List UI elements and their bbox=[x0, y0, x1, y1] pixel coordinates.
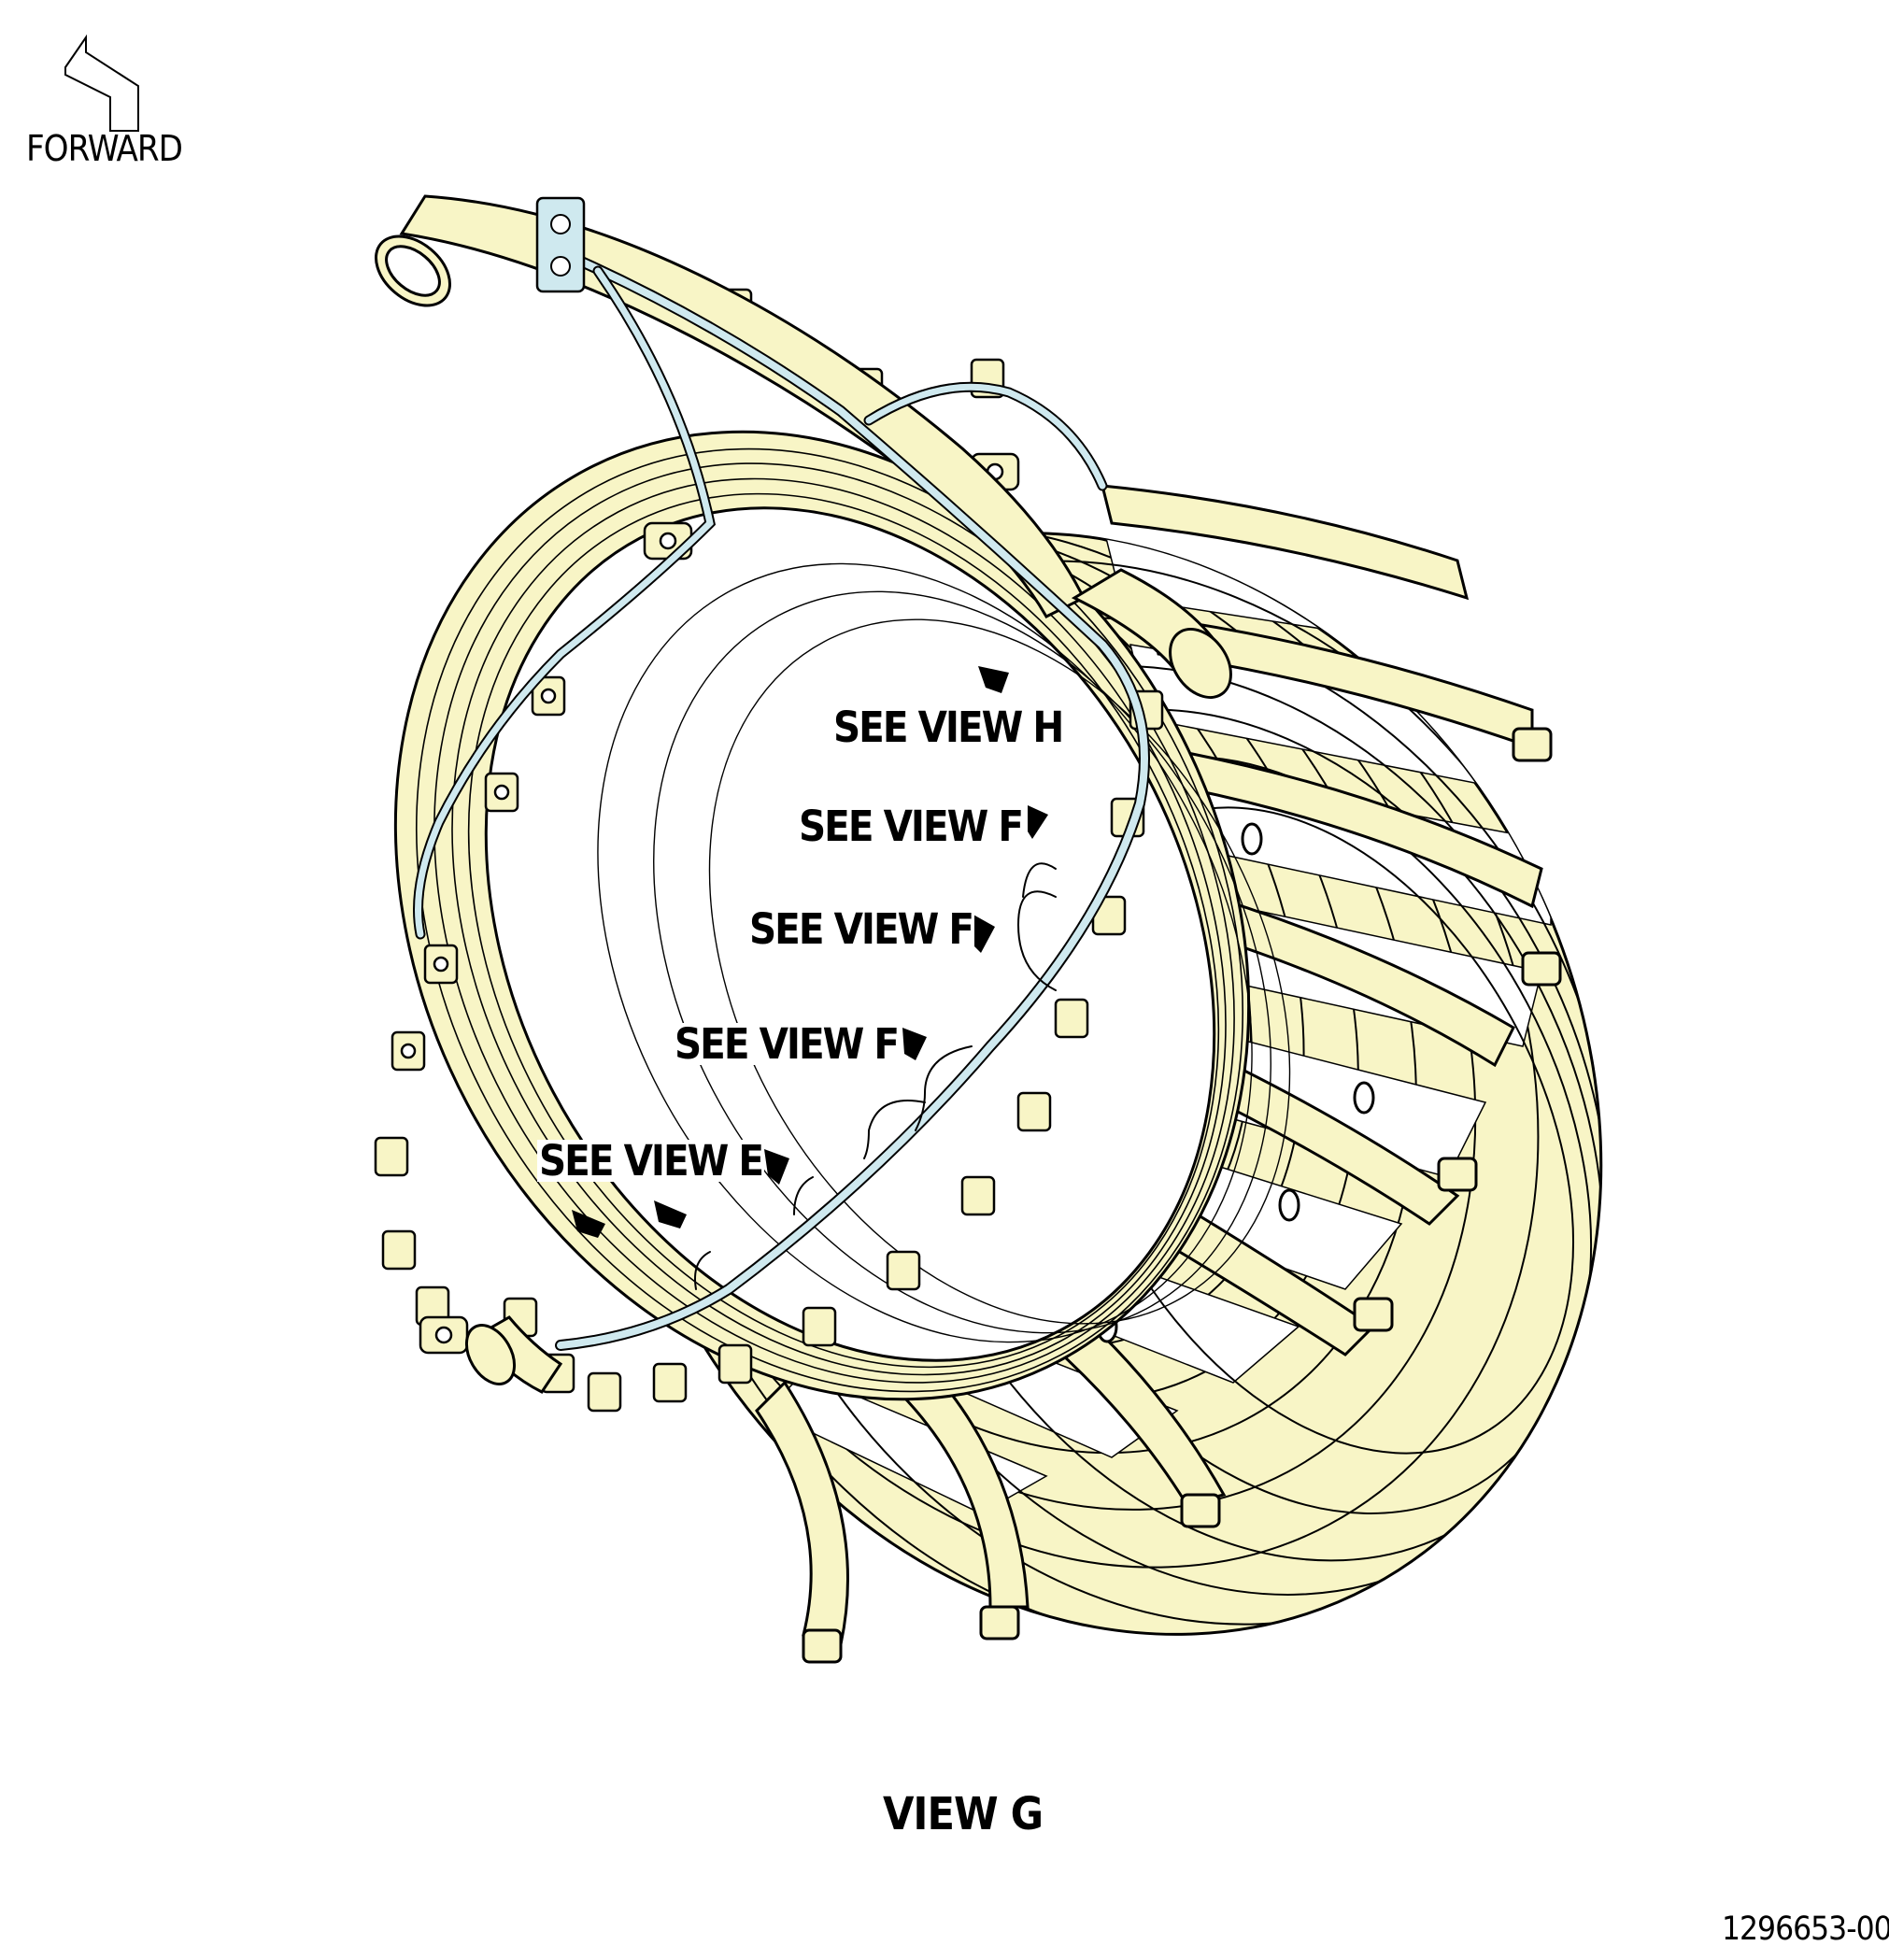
view-title: VIEW G bbox=[883, 1788, 1044, 1840]
wiring-harness bbox=[413, 196, 1150, 1351]
see-view-h-callout[interactable]: SEE VIEW H bbox=[831, 703, 1064, 752]
forward-arrow-icon bbox=[64, 34, 139, 132]
callout-arrow-icon bbox=[972, 914, 995, 953]
callout-arrow-icon bbox=[1028, 805, 1048, 839]
inlet-duct bbox=[375, 194, 1232, 699]
callout-arrow-icon bbox=[572, 1210, 605, 1238]
see-view-e-callout[interactable]: SEE VIEW E bbox=[537, 1136, 764, 1186]
callout-arrow-icon bbox=[902, 1028, 927, 1060]
callout-arrow-icon bbox=[654, 1200, 687, 1229]
drain-duct bbox=[464, 1315, 563, 1394]
see-view-f-callout[interactable]: SEE VIEW F bbox=[673, 1019, 900, 1069]
drawing-number: 1296653-00 bbox=[1722, 1910, 1889, 1948]
forward-label: FORWARD bbox=[26, 128, 183, 169]
see-view-f-callout[interactable]: SEE VIEW F bbox=[747, 904, 974, 954]
see-view-f-callout[interactable]: SEE VIEW F bbox=[797, 802, 1024, 851]
callout-arrow-icon bbox=[764, 1149, 789, 1185]
callout-arrows bbox=[572, 666, 1048, 1238]
callout-arrow-icon bbox=[978, 666, 1009, 693]
